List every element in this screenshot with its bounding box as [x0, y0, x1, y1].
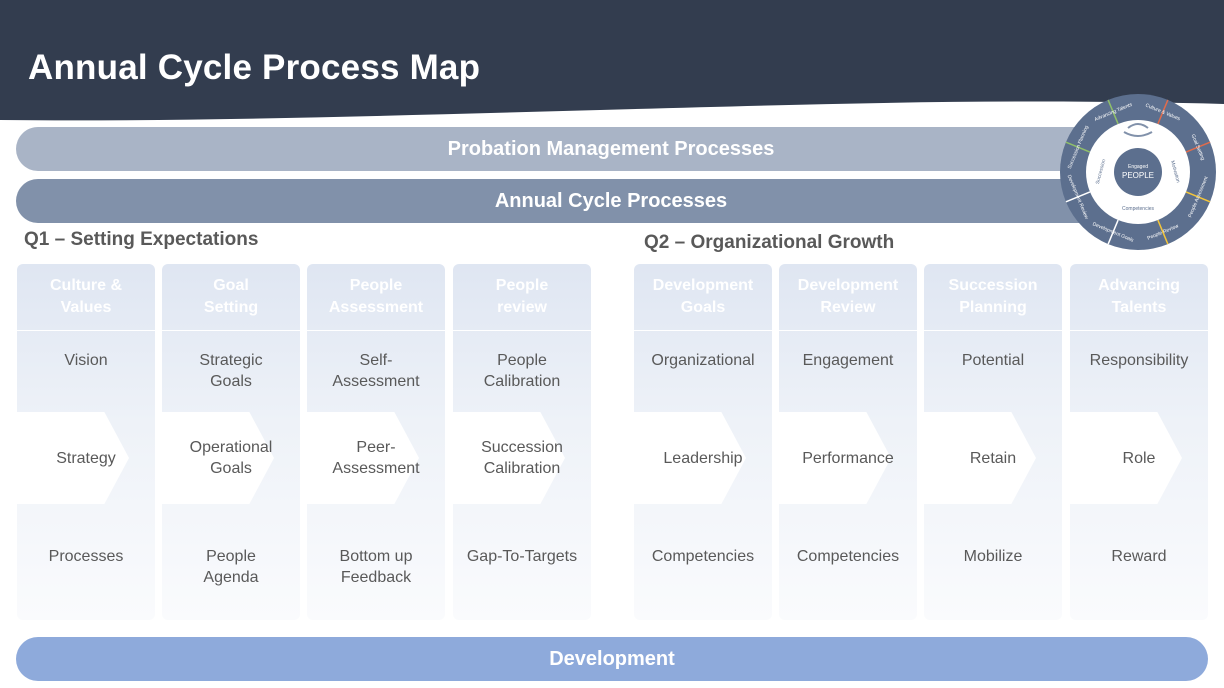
column-item-bottom: Mobilize: [963, 548, 1023, 565]
chevron-arrow-shape: [307, 412, 419, 504]
column-item-top: Self- Assessment: [332, 352, 420, 390]
column-item-middle: Operational Goals: [189, 439, 273, 477]
wheel-inner-bottom: Competencies: [1122, 206, 1154, 212]
wheel-divider: [1107, 219, 1119, 245]
column-header: People Assessment: [307, 264, 445, 331]
wheel-divider: [1185, 191, 1211, 203]
column-item-bottom: Bottom up Feedback: [339, 548, 413, 586]
chevron-arrow-shape: [453, 412, 565, 504]
column-item-middle: Succession Calibration: [481, 439, 563, 477]
chevron-arrow-shape: [162, 412, 274, 504]
wheel-center-small: Engaged: [1128, 164, 1148, 170]
column-item-top: Engagement: [802, 352, 894, 369]
hands-icon: [1123, 123, 1153, 137]
wheel-divider: [1107, 99, 1119, 125]
wheel-divider: [1157, 99, 1169, 125]
process-wheel: Engaged PEOPLE Succession Motivation Com…: [1060, 94, 1216, 250]
wheel-divider: [1185, 141, 1211, 153]
probation-processes-band: Probation Management Processes: [16, 127, 1206, 171]
column-item-middle: Leadership: [663, 449, 743, 467]
section-title-q1: Q1 – Setting Expectations: [24, 229, 259, 250]
chevron-arrow-shape: [779, 412, 891, 504]
annual-cycle-band: Annual Cycle Processes: [16, 179, 1206, 223]
column-header: Goal Setting: [162, 264, 300, 331]
column-item-top: Strategic Goals: [199, 352, 263, 390]
chevron-arrow-shape: [924, 412, 1036, 504]
wheel-divider: [1065, 191, 1091, 203]
column-header: Advancing Talents: [1070, 264, 1208, 331]
column-item-bottom: Processes: [48, 548, 124, 565]
column-header: People review: [453, 264, 591, 331]
column-item-middle: Retain: [969, 449, 1017, 467]
column-header: Succession Planning: [924, 264, 1062, 331]
column-item-middle: Peer- Assessment: [332, 439, 420, 477]
column-item-middle: Strategy: [56, 449, 116, 467]
column-item-top: People Calibration: [483, 352, 561, 390]
column-item-top: Responsibility: [1089, 352, 1189, 369]
title-banner: Annual Cycle Process Map: [0, 0, 1224, 125]
wheel-divider: [1157, 219, 1169, 245]
column-item-bottom: People Agenda: [203, 548, 259, 586]
column-header: Culture & Values: [17, 264, 155, 331]
title-banner-shape: [0, 0, 1224, 121]
column-item-bottom: Gap-To-Targets: [466, 548, 578, 565]
column-item-middle: Performance: [802, 449, 894, 467]
column-item-bottom: Competencies: [651, 548, 755, 565]
wheel-divider: [1065, 141, 1091, 153]
chevron-arrow-shape: [1070, 412, 1182, 504]
column-item-middle: Role: [1122, 449, 1156, 467]
wheel-inner-right: Motivation: [1169, 160, 1181, 184]
wheel-center-label: PEOPLE: [1122, 171, 1154, 180]
page-title: Annual Cycle Process Map: [28, 48, 481, 87]
column-item-top: Potential: [961, 352, 1025, 369]
wheel-center: [1114, 148, 1162, 196]
column-item-top: Vision: [64, 352, 108, 369]
chevron-arrow-shape: [17, 412, 129, 504]
column-header: Development Goals: [634, 264, 772, 331]
development-band: Development: [16, 637, 1208, 681]
column-item-top: Organizational: [651, 352, 755, 369]
section-title-q2: Q2 – Organizational Growth: [644, 232, 895, 253]
column-item-bottom: Reward: [1111, 548, 1167, 565]
chevron-arrow-shape: [634, 412, 746, 504]
column-header: Development Review: [779, 264, 917, 331]
column-item-bottom: Competencies: [796, 548, 900, 565]
